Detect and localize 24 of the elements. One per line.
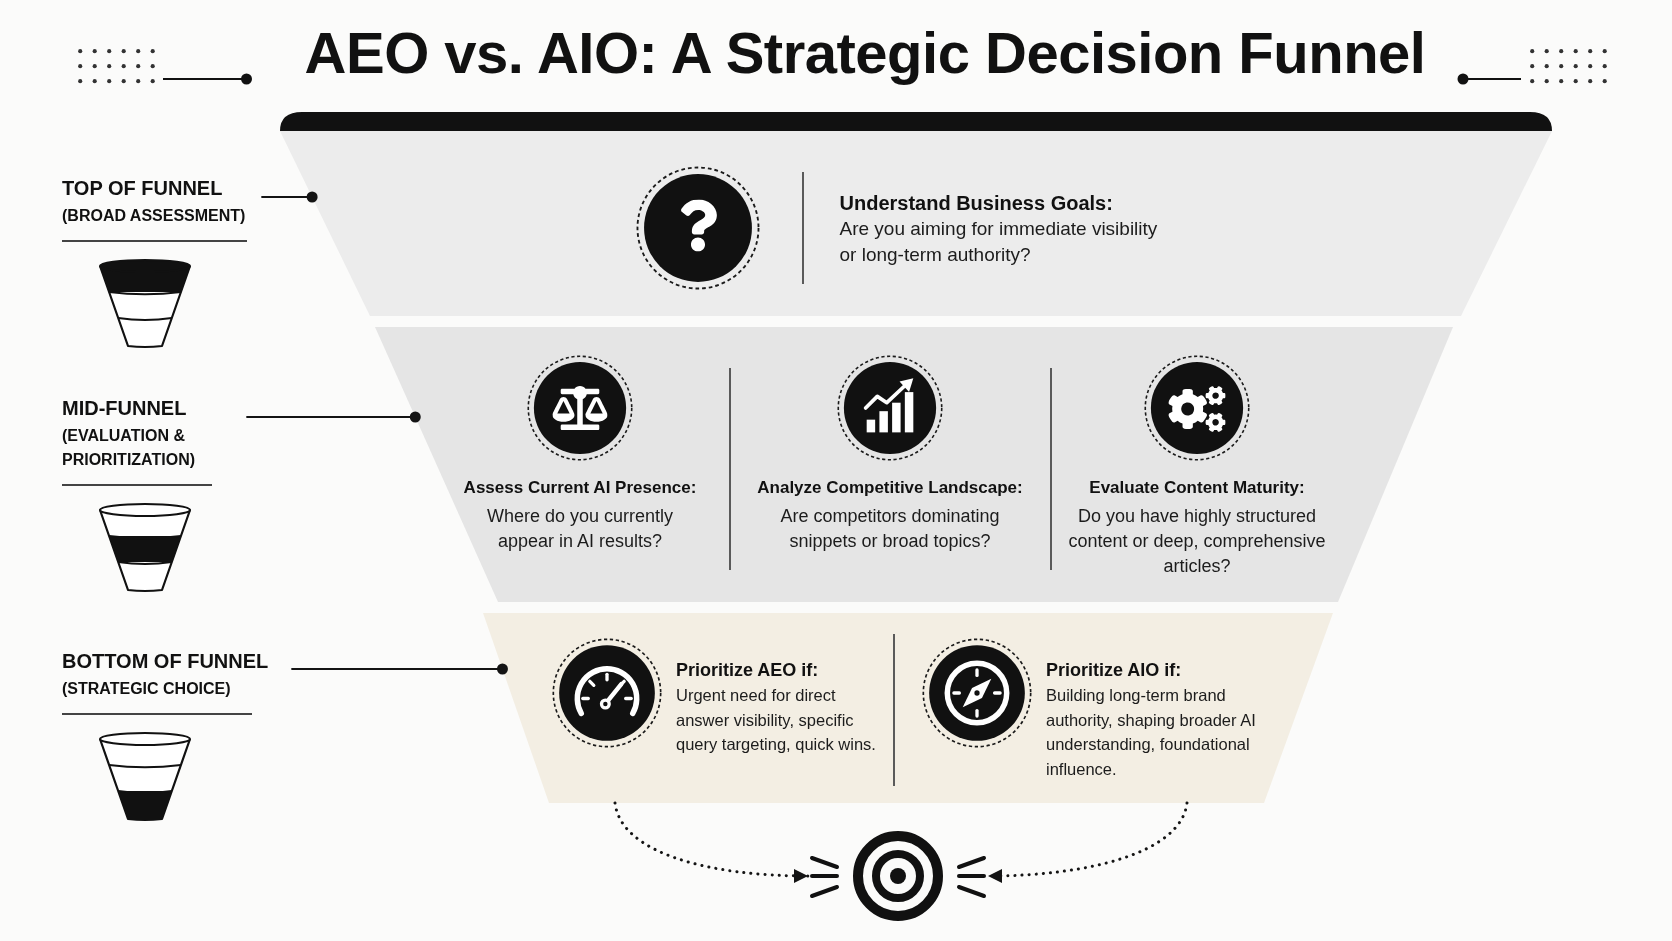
step-heading: Prioritize AEO if: xyxy=(676,659,819,682)
step-description: Are you aiming for immediate visibility or long-term authority? xyxy=(839,217,1159,267)
step-description: Where do you currently appear in AI results? xyxy=(485,505,675,553)
stage-subtitle: (BROAD ASSESSMENT) xyxy=(62,206,246,226)
step-description: Urgent need for direct answer visibility, specific query targeting, quick wins. xyxy=(676,685,877,755)
stage-subtitle: (STRATEGIC CHOICE) xyxy=(62,679,231,699)
step-heading: Prioritize AIO if: xyxy=(1046,659,1182,682)
step-heading: Assess Current AI Presence: xyxy=(463,477,697,499)
dashed-arrow xyxy=(986,801,1189,883)
stage-title: MID-FUNNEL xyxy=(62,396,187,421)
leader-line xyxy=(291,663,508,675)
step-description: Building long-term brand authority, shaping broader AI understanding, foundational influence. xyxy=(1046,685,1257,780)
step-heading: Evaluate Content Maturity: xyxy=(1089,477,1305,499)
stage-title: BOTTOM OF FUNNEL xyxy=(62,649,269,674)
dashed-arrow xyxy=(613,801,810,883)
step-description: Do you have highly structured content or deep, comprehensive articles? xyxy=(1067,505,1327,578)
page-title: AEO vs. AIO: A Strategic Decision Funnel xyxy=(304,20,1426,86)
step-heading: Analyze Competitive Landscape: xyxy=(757,477,1023,499)
stage-title: TOP OF FUNNEL xyxy=(62,176,223,201)
stage-subtitle: (EVALUATION & PRIORITIZATION) xyxy=(62,426,197,470)
leader-line xyxy=(246,411,421,423)
leader-line xyxy=(261,191,318,203)
step-description: Are competitors dominating snippets or broad topics? xyxy=(779,505,1001,553)
step-heading: Understand Business Goals: xyxy=(839,191,1113,216)
